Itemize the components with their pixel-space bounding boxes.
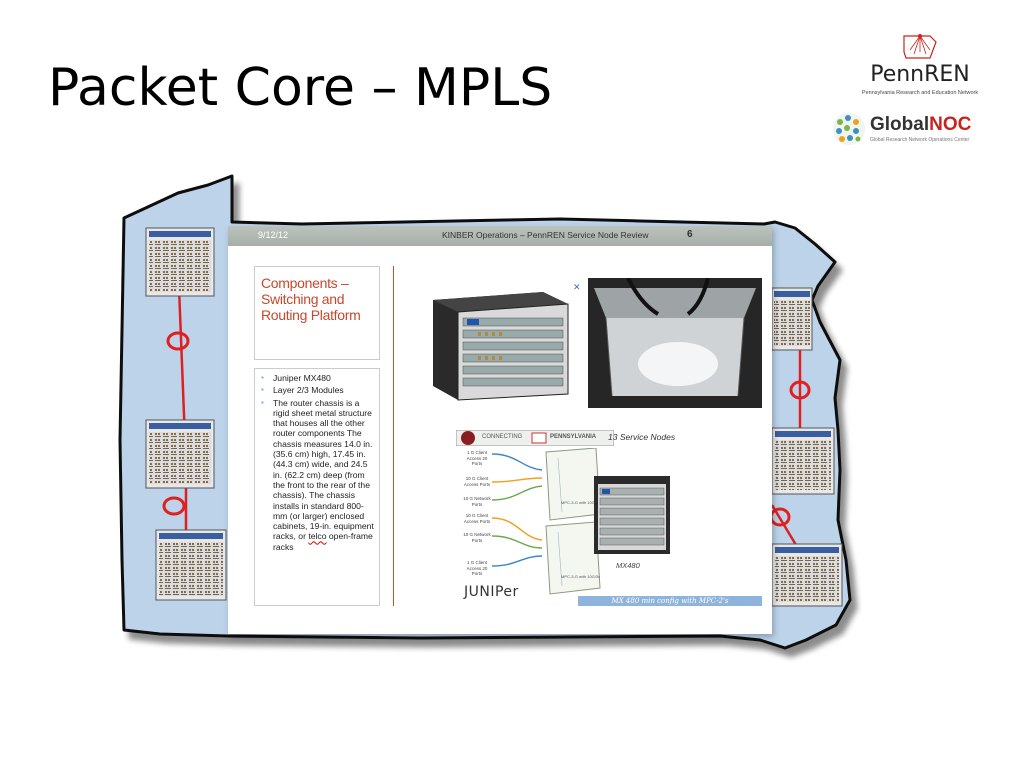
spellcheck-word: telco <box>308 531 327 542</box>
embedded-slide-header: 9/12/12 KINBER Operations – PennREN Serv… <box>228 226 772 246</box>
close-icon[interactable]: ✕ <box>573 282 581 292</box>
mx480-chassis-image <box>433 292 569 401</box>
chassis-interior-drawing <box>588 278 762 408</box>
router-node <box>771 427 835 495</box>
red-divider <box>393 266 394 606</box>
chassis-interior-photo <box>588 278 762 408</box>
router-node <box>145 419 215 489</box>
pennren-logo: PennREN Pennsylvania Research and Educat… <box>850 30 990 105</box>
bullets-box: Juniper MX480 Layer 2/3 Modules The rout… <box>254 368 380 606</box>
bullet-item: Layer 2/3 Modules <box>259 385 375 396</box>
port-label: 10 G Client Access Ports <box>463 476 491 487</box>
router-node <box>155 529 227 601</box>
diagram-caption: MX 480 min config with MPC-2's <box>578 596 762 606</box>
slide-title: Packet Core – MPLS <box>48 58 553 118</box>
port-label: 1 G Client Access 20 Ports <box>466 450 488 466</box>
pennren-tagline: Pennsylvania Research and Education Netw… <box>861 90 979 96</box>
port-label: 1 G Client Access 20 Ports <box>466 560 488 576</box>
embedded-slide: 9/12/12 KINBER Operations – PennREN Serv… <box>228 226 772 634</box>
port-label: 10 G Network Ports <box>463 496 491 507</box>
pennren-mark-icon <box>903 34 937 59</box>
router-node <box>145 227 215 297</box>
bullet-list: Juniper MX480 Layer 2/3 Modules The rout… <box>255 369 379 552</box>
bullet-text: The router chassis is a rigid sheet meta… <box>273 397 374 542</box>
juniper-logo: JUNIPer <box>464 584 519 600</box>
mpc-label-top: MPC-3-G with 10G/3x <box>561 500 601 505</box>
link-ring <box>166 331 190 351</box>
globalnoc-logo: GlobalNOC Global Research Network Operat… <box>830 110 990 152</box>
components-title: Components – Switching and Routing Platf… <box>261 275 361 323</box>
router-node <box>771 287 813 351</box>
link-ring <box>162 496 186 516</box>
bullet-item: Juniper MX480 <box>259 373 375 384</box>
components-title-box: Components – Switching and Routing Platf… <box>254 266 380 360</box>
router-node <box>771 543 843 607</box>
globalnoc-globe-icon <box>833 113 865 145</box>
service-nodes-label: 13 Service Nodes <box>608 432 676 442</box>
bullet-item: The router chassis is a rigid sheet meta… <box>259 398 375 552</box>
mx480-label: MX480 <box>616 561 640 570</box>
globalnoc-name: GlobalNOC <box>870 114 972 135</box>
service-node-diagram: CONNECTING PENNSYLVANIA 13 Service Nodes… <box>456 424 762 606</box>
embedded-slide-page-number: 6 <box>687 229 693 240</box>
embedded-slide-header-title: KINBER Operations – PennREN Service Node… <box>442 230 649 240</box>
connecting-pa-banner <box>456 430 614 446</box>
port-label: 10 G Client Access Ports <box>463 513 491 524</box>
banner-text-right: PENNSYLVANIA <box>550 434 597 440</box>
mx480-small-image <box>594 476 670 554</box>
line-card-drawing <box>492 448 601 595</box>
port-label: 10 G Network Ports <box>463 532 491 543</box>
embedded-slide-date: 9/12/12 <box>258 230 289 240</box>
mpc-label-bottom: MPC-3-G with 10G/3x <box>561 574 601 579</box>
pennren-name: PennREN <box>870 62 970 87</box>
link-ring <box>789 380 811 400</box>
bullet-text-end: open-frame racks <box>273 531 373 552</box>
banner-text-left: CONNECTING <box>482 434 523 440</box>
globalnoc-tagline: Global Research Network Operations Cente… <box>870 137 970 143</box>
